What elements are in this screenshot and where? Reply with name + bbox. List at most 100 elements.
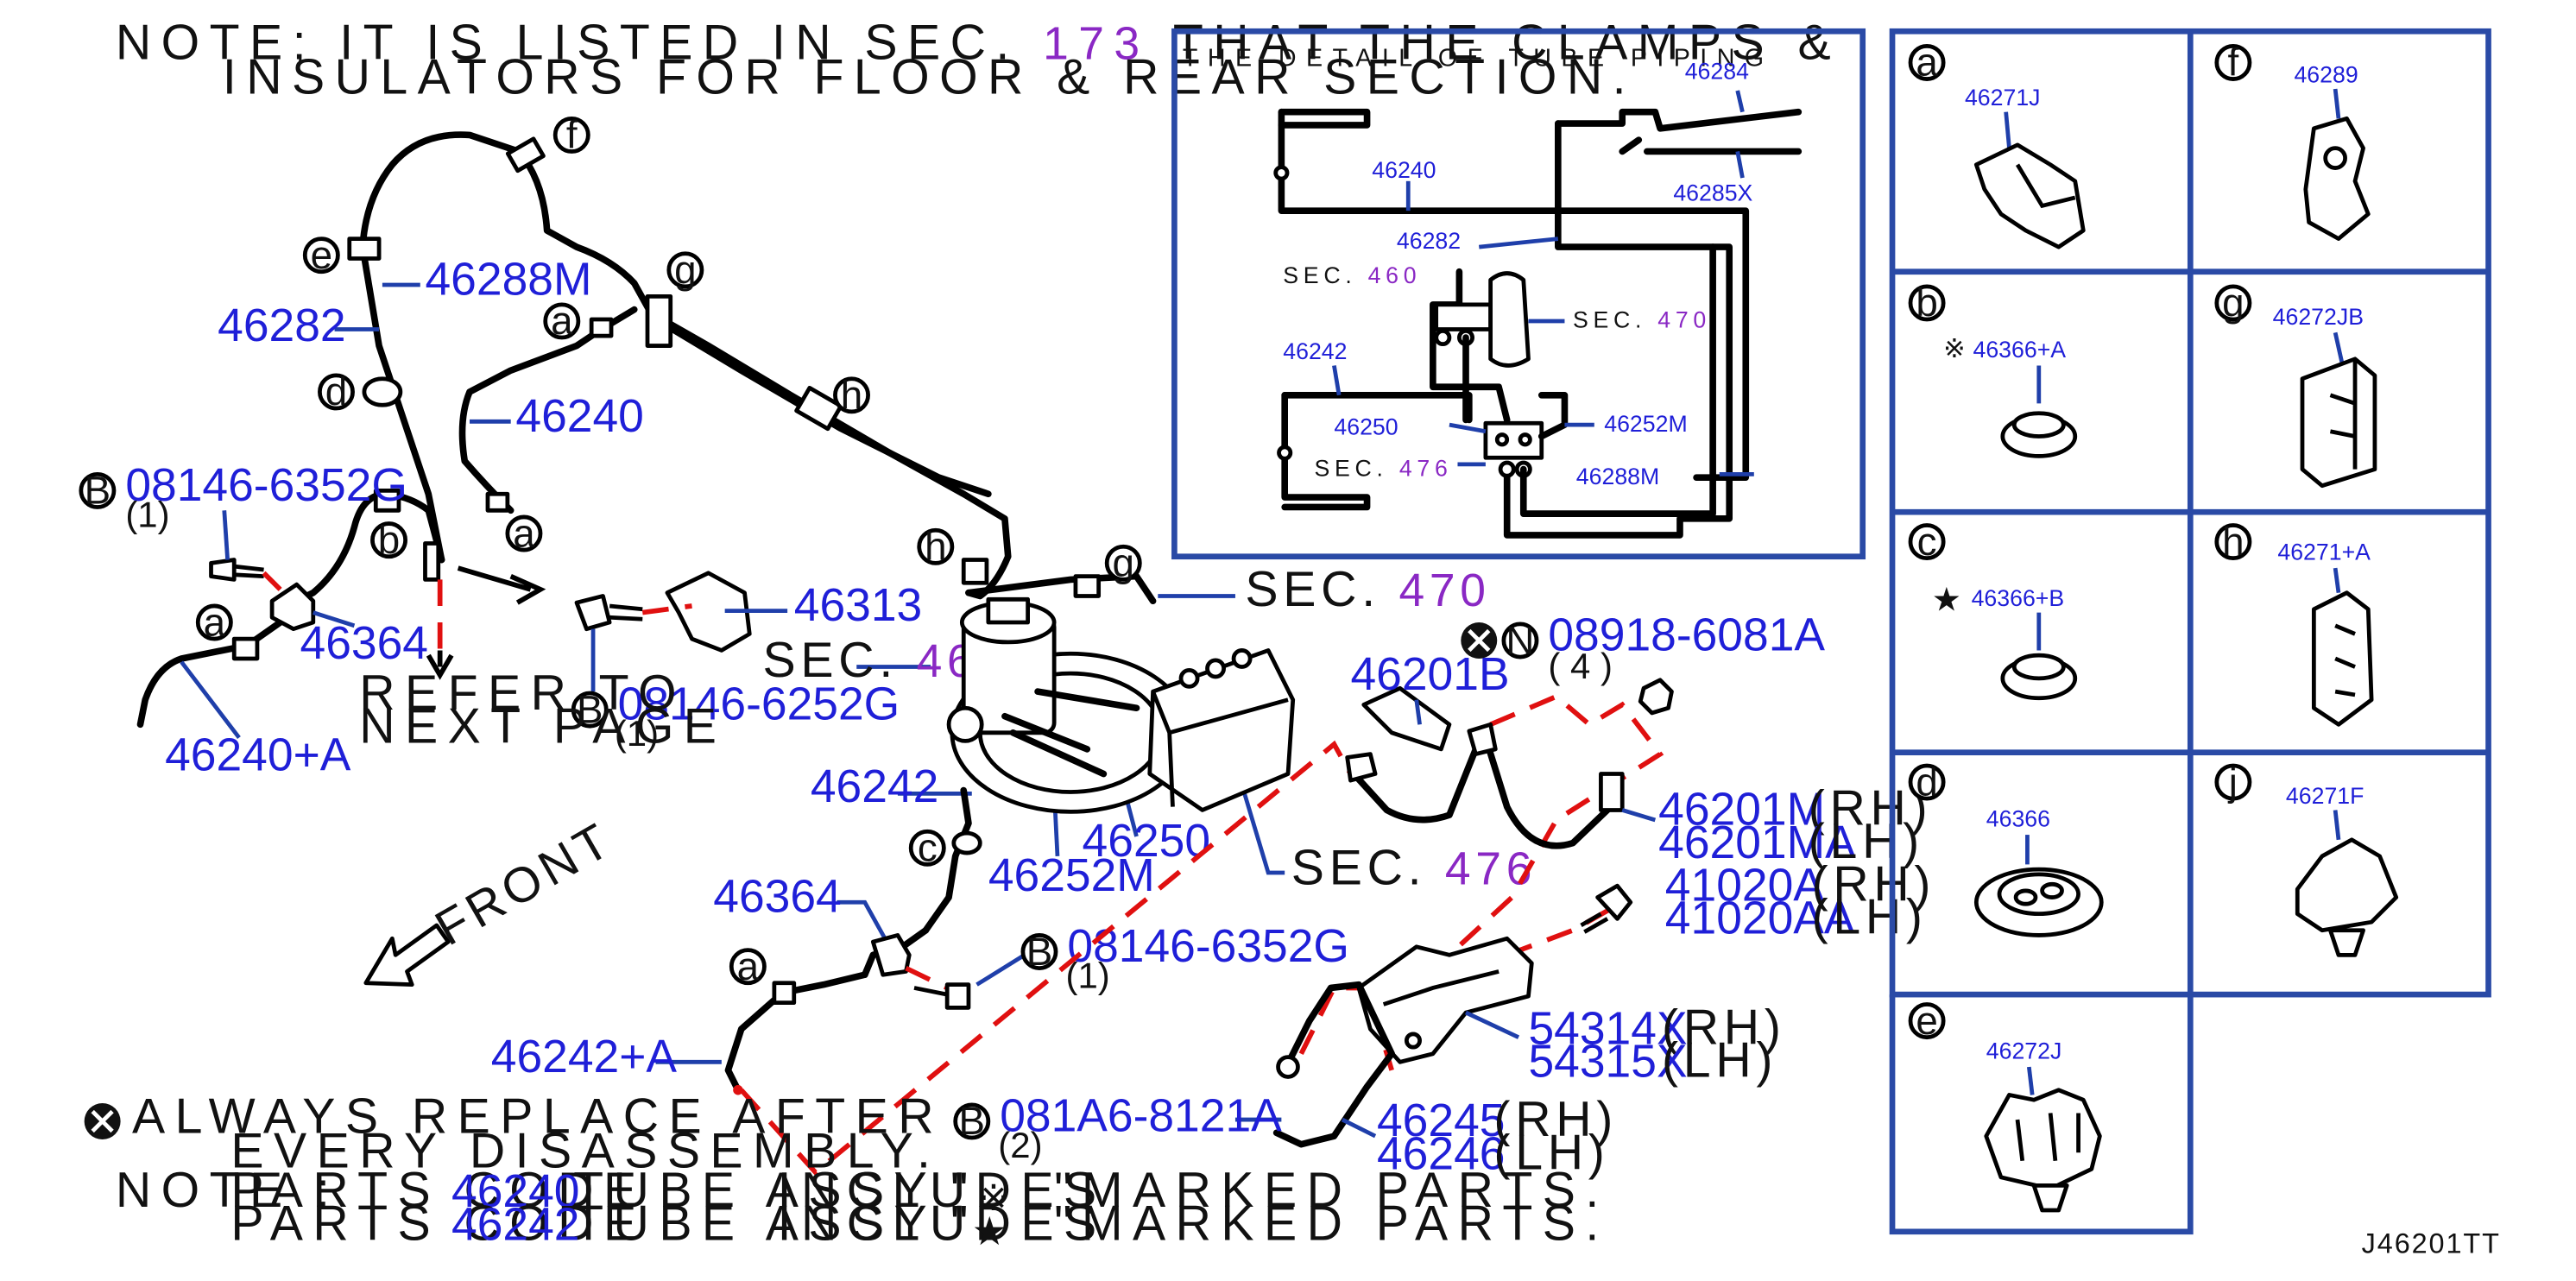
svg-text:SEC. 470: SEC. 470 [1573,307,1711,333]
tube-46242A [724,926,971,1095]
svg-text:d: d [325,369,347,413]
svg-text:46288M: 46288M [425,254,591,305]
svg-text:a: a [204,600,226,644]
connector-46313 [574,571,752,653]
legend-cell-d: d 46366 [1908,760,2104,937]
svg-text:※: ※ [1943,334,1970,363]
svg-text:g: g [2222,281,2244,325]
svg-text:46364: 46364 [300,618,428,669]
bolt-callout-2: B 08146-6252G (1) [571,679,900,754]
svg-text:(RH): (RH) [1493,1092,1618,1147]
svg-text:( 4 ): ( 4 ) [1548,646,1613,686]
svg-text:46242: 46242 [451,1199,579,1250]
svg-text:b: b [1916,281,1937,325]
svg-text:46250: 46250 [1334,414,1398,440]
svg-text:h: h [925,525,946,569]
svg-text:INSULATORS FOR FLOOR & REAR SE: INSULATORS FOR FLOOR & REAR SECTION. [223,50,1636,105]
svg-text:a: a [513,511,535,555]
tube-clamps [209,136,1102,661]
svg-text:SEC. 460: SEC. 460 [1283,262,1421,288]
legend-cell-h: h 46271+A [2214,520,2374,727]
svg-text:08146-6352G: 08146-6352G [1067,921,1349,972]
svg-text:46250: 46250 [1083,816,1210,867]
svg-text:46366+A: 46366+A [1973,337,2067,363]
svg-text:B: B [959,1099,986,1143]
svg-text:46201MA: 46201MA [1658,817,1856,868]
front-direction-arrow: FRONT [363,811,622,988]
svg-text:46288M: 46288M [1576,464,1659,489]
svg-text:B: B [1026,930,1053,974]
svg-text:b: b [378,518,400,562]
svg-text:46285X: 46285X [1673,180,1752,206]
clamp-legend-grid [1889,28,2491,1235]
svg-text:TUBE ASSY: TUBE ASSY [573,1196,937,1251]
svg-text:46313: 46313 [794,580,922,631]
legend-cell-a: a 46271J [1908,41,2086,249]
svg-text:a: a [551,299,573,343]
svg-text:46271F: 46271F [2286,783,2364,809]
svg-text:(LH): (LH) [1662,1032,1777,1088]
legend-cell-f: f 46289 [2214,41,2371,241]
svg-text:d: d [1916,760,1937,804]
svg-text:PARTS CODE: PARTS CODE [230,1196,646,1251]
svg-text:a: a [1916,41,1938,85]
svg-text:41020AA: 41020AA [1665,893,1855,944]
top-note: NOTE; IT IS LISTED IN SEC. 173 THAT THE … [116,16,1840,105]
svg-text:46246: 46246 [1377,1128,1505,1179]
nut-callout: N 08918-6081A ( 4 ) [1461,609,1825,716]
svg-text:h: h [841,373,862,417]
svg-text:46242: 46242 [1283,338,1347,364]
svg-text:": " [950,1163,973,1218]
svg-text:NOTE; IT IS LISTED IN SEC. 173: NOTE; IT IS LISTED IN SEC. 173 THAT THE … [116,16,1840,71]
svg-text:f: f [2228,41,2239,85]
legend-cell-b: b ※ 46366+A [1908,281,2078,458]
svg-text:46252M: 46252M [1604,411,1687,437]
svg-text:54315X: 54315X [1528,1036,1687,1087]
replace-note: ALWAYS REPLACE AFTER EVERY DISASSEMBLY. [84,1089,940,1178]
svg-text:e: e [1916,999,1937,1043]
svg-text:NEXT PAGE: NEXT PAGE [359,698,726,754]
svg-text:46252M: 46252M [988,850,1155,901]
parts-code-note: NOTE : PARTS CODE 46240 TUBE ASSY INCLUD… [116,1163,1609,1253]
svg-text:46284: 46284 [1685,59,1749,85]
svg-text:SEC. 476: SEC. 476 [1291,840,1537,895]
svg-text:46271J: 46271J [1965,85,2041,110]
svg-text:46282: 46282 [218,300,345,351]
svg-text:46366+B: 46366+B [1972,585,2065,611]
svg-text:(1): (1) [125,494,169,534]
svg-text:46242: 46242 [811,761,938,812]
legend-cell-j: j 46271F [2214,760,2399,957]
svg-text:(RH): (RH) [1809,781,1933,836]
svg-text:54314X: 54314X [1528,1003,1687,1054]
bolt-callout-4: B 081A6-8121A (2) [953,1090,1282,1165]
svg-text:081A6-8121A: 081A6-8121A [1000,1090,1282,1141]
svg-text:41020A: 41020A [1665,860,1824,911]
svg-text:": " [950,1196,973,1251]
svg-text:08918-6081A: 08918-6081A [1548,609,1825,660]
svg-text:EVERY DISASSEMBLY.: EVERY DISASSEMBLY. [230,1123,940,1178]
svg-text:B: B [85,469,111,513]
svg-text:(1): (1) [615,713,659,754]
svg-text:c: c [1917,520,1937,564]
svg-text:f: f [566,113,578,157]
svg-text:REFER TO: REFER TO [359,666,686,721]
svg-text:(RH): (RH) [1812,856,1936,912]
svg-text:g: g [674,248,696,292]
svg-text:INCLUDES: INCLUDES [778,1163,1107,1218]
svg-text:46240: 46240 [451,1166,579,1217]
svg-text:g: g [1113,541,1134,585]
svg-text:"MARKED PARTS.: "MARKED PARTS. [1054,1196,1609,1251]
svg-text:46271+A: 46271+A [2277,540,2371,565]
svg-text:PARTS CODE: PARTS CODE [230,1163,646,1218]
svg-text:46245: 46245 [1377,1095,1505,1146]
svg-text:j: j [2227,760,2238,804]
svg-text:46272JB: 46272JB [2273,304,2364,330]
svg-text:THE DETAIL OF TUBE PIPING: THE DETAIL OF TUBE PIPING [1183,44,1774,72]
svg-text:(LH): (LH) [1809,814,1924,869]
svg-text:J46201TT: J46201TT [2362,1228,2501,1259]
svg-text:46242+A: 46242+A [491,1032,678,1082]
svg-text:SEC. 470: SEC. 470 [1245,562,1490,617]
svg-text:B: B [577,687,603,731]
svg-text:"MARKED PARTS.: "MARKED PARTS. [1054,1163,1609,1218]
